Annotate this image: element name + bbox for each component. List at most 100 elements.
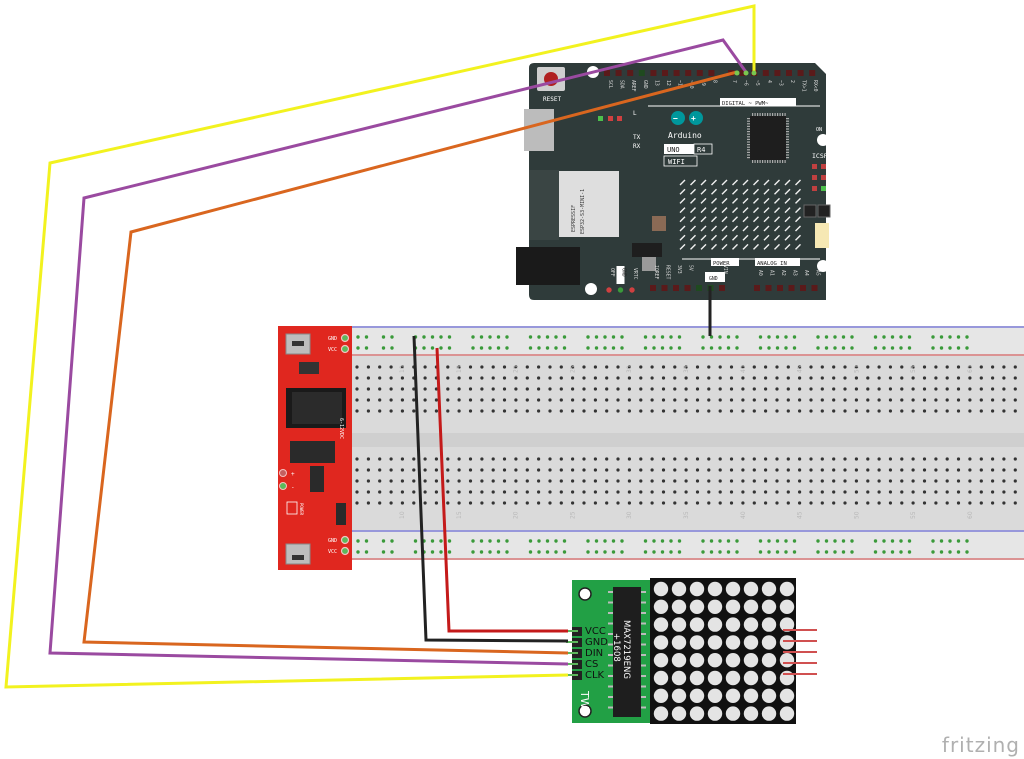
breadboard-hole[interactable] — [752, 490, 756, 494]
breadboard-hole[interactable] — [922, 409, 927, 413]
breadboard-hole[interactable] — [775, 490, 779, 494]
breadboard-hole[interactable] — [809, 490, 813, 494]
rail-hole[interactable] — [447, 335, 452, 339]
power-pin[interactable] — [684, 285, 691, 291]
breadboard-hole[interactable] — [389, 501, 393, 505]
rail-hole[interactable] — [833, 346, 837, 350]
breadboard-hole[interactable] — [945, 365, 949, 369]
rail-hole[interactable] — [965, 539, 969, 543]
rail-hole[interactable] — [709, 346, 714, 350]
breadboard-hole[interactable] — [502, 409, 507, 413]
breadboard-hole[interactable] — [832, 409, 836, 413]
breadboard-hole[interactable] — [809, 501, 813, 505]
breadboard-hole[interactable] — [559, 387, 563, 391]
rail-hole[interactable] — [364, 539, 369, 543]
breadboard-hole[interactable] — [366, 479, 370, 483]
rail-hole[interactable] — [413, 550, 418, 554]
breadboard-hole[interactable] — [775, 479, 779, 483]
minus-terminal[interactable] — [279, 482, 287, 490]
breadboard-hole[interactable] — [571, 376, 575, 380]
breadboard-hole[interactable] — [559, 501, 563, 505]
breadboard-hole[interactable] — [775, 501, 779, 505]
breadboard-hole[interactable] — [854, 387, 859, 391]
breadboard-hole[interactable] — [820, 387, 824, 391]
rail-hole[interactable] — [907, 335, 912, 339]
breadboard-hole[interactable] — [582, 468, 586, 472]
breadboard-hole[interactable] — [502, 501, 507, 505]
breadboard-hole[interactable] — [593, 479, 598, 483]
rail-hole[interactable] — [562, 335, 567, 339]
breadboard-hole[interactable] — [593, 398, 598, 402]
rail-hole[interactable] — [718, 550, 722, 554]
breadboard-hole[interactable] — [934, 387, 938, 391]
breadboard-hole[interactable] — [468, 409, 473, 413]
breadboard-hole[interactable] — [684, 457, 688, 461]
breadboard-hole[interactable] — [389, 409, 393, 413]
rail-hole[interactable] — [488, 550, 492, 554]
rail-hole[interactable] — [718, 335, 722, 339]
rail-hole[interactable] — [381, 550, 386, 554]
rail-hole[interactable] — [833, 539, 837, 543]
breadboard-hole[interactable] — [968, 387, 972, 391]
breadboard-hole[interactable] — [798, 387, 802, 391]
breadboard-hole[interactable] — [605, 468, 609, 472]
rail-hole[interactable] — [824, 539, 829, 543]
breadboard-hole[interactable] — [922, 468, 927, 472]
rail-hole[interactable] — [611, 539, 616, 543]
breadboard-hole[interactable] — [1013, 409, 1017, 413]
rail-hole[interactable] — [554, 335, 558, 339]
rail-hole[interactable] — [660, 539, 665, 543]
breadboard-hole[interactable] — [480, 409, 484, 413]
rail-hole[interactable] — [775, 550, 780, 554]
breadboard-hole[interactable] — [820, 479, 824, 483]
rail-hole[interactable] — [882, 346, 886, 350]
breadboard-hole[interactable] — [764, 376, 768, 380]
header-pin[interactable] — [685, 70, 692, 76]
power-pin[interactable] — [673, 285, 679, 291]
yellow-wire[interactable] — [4, 4, 756, 689]
rail-hole[interactable] — [792, 335, 797, 339]
rail-hole[interactable] — [841, 550, 846, 554]
breadboard-hole[interactable] — [480, 387, 484, 391]
breadboard-hole[interactable] — [888, 457, 893, 461]
breadboard-hole[interactable] — [571, 490, 575, 494]
breadboard-hole[interactable] — [956, 479, 961, 483]
breadboard-hole[interactable] — [991, 490, 995, 494]
breadboard-hole[interactable] — [593, 387, 598, 391]
breadboard-hole[interactable] — [491, 501, 495, 505]
breadboard-hole[interactable] — [945, 468, 949, 472]
breadboard-hole[interactable] — [605, 479, 609, 483]
breadboard-hole[interactable] — [355, 409, 359, 413]
breadboard-hole[interactable] — [446, 409, 450, 413]
breadboard-hole[interactable] — [820, 501, 824, 505]
breadboard-hole[interactable] — [412, 409, 416, 413]
breadboard-hole[interactable] — [991, 479, 995, 483]
breadboard-hole[interactable] — [571, 468, 575, 472]
breadboard-hole[interactable] — [843, 365, 847, 369]
breadboard-hole[interactable] — [616, 409, 620, 413]
rail-hole[interactable] — [545, 539, 550, 543]
plus-terminal[interactable] — [279, 469, 287, 477]
icsp-pin[interactable] — [812, 175, 817, 180]
rail-hole[interactable] — [792, 346, 797, 350]
rail-hole[interactable] — [767, 539, 771, 543]
breadboard-hole[interactable] — [866, 501, 870, 505]
rail-hole[interactable] — [726, 539, 731, 543]
rail-hole[interactable] — [669, 539, 673, 543]
rail-hole[interactable] — [496, 346, 501, 350]
breadboard-hole[interactable] — [661, 479, 666, 483]
breadboard-hole[interactable] — [718, 479, 722, 483]
breadboard-hole[interactable] — [650, 490, 654, 494]
rail-hole[interactable] — [652, 335, 656, 339]
breadboard-hole[interactable] — [673, 457, 677, 461]
rail-hole[interactable] — [784, 346, 788, 350]
rail-hole[interactable] — [824, 550, 829, 554]
rail-hole[interactable] — [899, 539, 903, 543]
analog-pin[interactable] — [800, 285, 806, 291]
rail-hole[interactable] — [850, 346, 854, 350]
breadboard-hole[interactable] — [548, 457, 552, 461]
breadboard-hole[interactable] — [775, 376, 779, 380]
bottom-gnd-pin[interactable] — [340, 535, 350, 545]
rail-hole[interactable] — [784, 335, 788, 339]
breadboard-hole[interactable] — [514, 376, 518, 380]
